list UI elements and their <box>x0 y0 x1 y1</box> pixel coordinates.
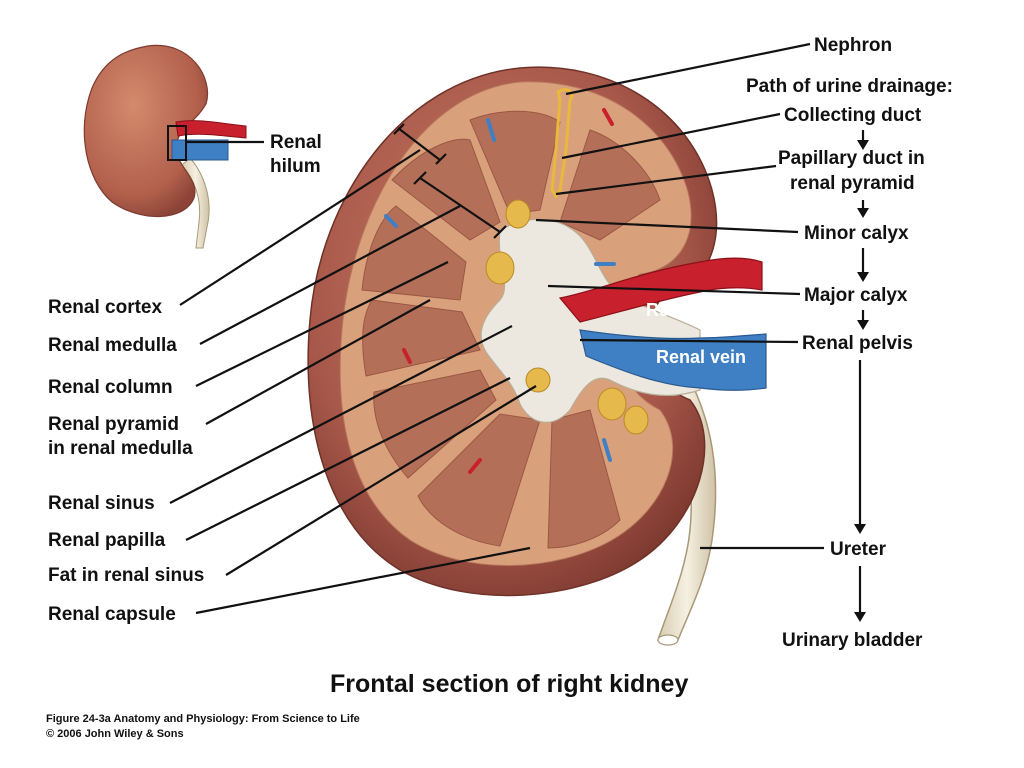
collecting-duct-label: Collecting duct <box>784 105 922 126</box>
minor-calyx-label: Minor calyx <box>804 223 909 244</box>
cortex-medulla-brackets <box>393 123 507 239</box>
renal-capsule-label: Renal capsule <box>48 604 176 625</box>
renal-hilum-label-line2: hilum <box>270 156 321 177</box>
left-labels: Renal cortex Renal medulla Renal column … <box>48 149 537 625</box>
renal-pyramid <box>417 413 541 547</box>
fat-in-renal-sinus-label: Fat in renal sinus <box>48 565 204 586</box>
renal-pyramid <box>373 369 497 479</box>
ureter-label: Ureter <box>830 539 887 560</box>
renal-pelvis-label: Renal pelvis <box>802 333 913 354</box>
nephron-label: Nephron <box>814 35 892 56</box>
renal-papilla-label: Renal papilla <box>48 530 166 551</box>
renal-vein-label: Renal vein <box>656 347 746 367</box>
renal-hilum-label-line1: Renal <box>270 132 322 153</box>
renal-pyramid <box>361 205 467 301</box>
urinary-bladder-label: Urinary bladder <box>782 630 923 651</box>
small-kidney-body <box>83 44 208 218</box>
figure-caption-line1: Figure 24-3a Anatomy and Physiology: Fro… <box>46 713 360 725</box>
small-renal-artery <box>175 120 247 139</box>
interlobar-vessels <box>384 108 616 474</box>
renal-pyramid <box>362 299 481 377</box>
major-calyx-label: Major calyx <box>804 285 908 306</box>
renal-sinus-label: Renal sinus <box>48 493 155 514</box>
nephron <box>550 88 574 199</box>
kidney-section <box>307 66 767 646</box>
figure-title: Frontal section of right kidney <box>330 670 688 698</box>
renal-column-label: Renal column <box>48 377 173 398</box>
small-kidney-illustration: Renal hilum <box>83 44 322 249</box>
renal-artery-label: Renal artery <box>646 300 750 320</box>
renal-pyramid <box>559 129 661 241</box>
figure-caption-line2: © 2006 John Wiley & Sons <box>46 728 184 740</box>
papillary-duct-label-line2: renal pyramid <box>790 173 915 194</box>
renal-pyramid-label-line2: in renal medulla <box>48 438 193 459</box>
renal-vein <box>579 329 767 391</box>
right-labels: Nephron Path of urine drainage: Collecti… <box>535 35 953 651</box>
renal-medulla <box>361 110 661 549</box>
renal-medulla-label: Renal medulla <box>48 335 177 356</box>
papillary-duct-label-line1: Papillary duct in <box>778 148 925 169</box>
renal-pyramid-label-line1: Renal pyramid <box>48 414 179 435</box>
fat-in-renal-sinus <box>485 199 649 435</box>
renal-cortex-label: Renal cortex <box>48 297 162 318</box>
renal-pyramid <box>547 409 621 549</box>
path-heading: Path of urine drainage: <box>746 76 953 97</box>
